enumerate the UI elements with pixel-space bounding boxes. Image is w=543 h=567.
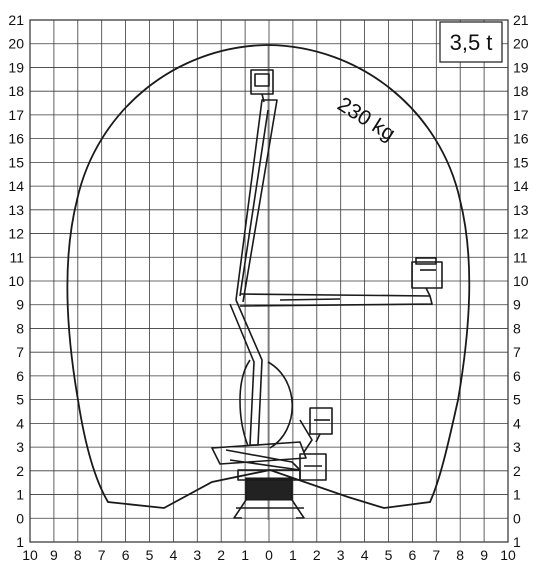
y-tick-label-left: 7 [16,344,24,360]
y-tick-label-left: 15 [8,154,24,170]
x-tick-label: 8 [456,547,464,563]
lower-boom [225,449,301,471]
y-tick-label-right: 1 [513,534,521,550]
y-tick-label-right: 7 [513,344,521,360]
x-tick-label: 3 [193,547,201,563]
load-capacity-label: 230 kg [333,93,399,146]
y-tick-label-right: 9 [513,297,521,313]
y-tick-label-left: 16 [8,131,24,147]
x-tick-label: 6 [409,547,417,563]
weight-box [439,21,503,63]
y-tick-label-left: 18 [8,83,24,99]
y-tick-label-right: 3 [513,439,521,455]
x-tick-label: 7 [98,547,106,563]
grid [29,19,509,543]
weight-label: 3,5 t [450,30,493,55]
y-tick-label-right: 15 [513,154,529,170]
x-tick-label: 5 [146,547,154,563]
y-tick-label-left: 6 [16,368,24,384]
x-tick-label: 7 [432,547,440,563]
y-tick-label-left: 21 [8,12,24,28]
y-tick-label-left: 1 [16,487,24,503]
y-tick-label-right: 18 [513,83,529,99]
y-tick-label-left: 8 [16,320,24,336]
outrigger-icon [291,499,305,519]
y-tick-label-right: 4 [513,415,521,431]
y-tick-label-left: 1 [16,534,24,550]
x-tick-label: 3 [337,547,345,563]
basket-icon [411,257,443,297]
x-tick-label: 10 [500,547,516,563]
x-tick-label: 9 [50,547,58,563]
chassis-frame [211,441,307,465]
y-tick-label-right: 5 [513,392,521,408]
y-tick-label-right: 19 [513,59,529,75]
y-tick-label-left: 11 [9,249,24,265]
y-tick-label-right: 20 [513,36,529,52]
x-tick-label: 4 [361,547,369,563]
x-tick-label: 0 [265,547,273,563]
y-tick-label-left: 13 [8,202,24,218]
y-tick-label-right: 11 [513,249,528,265]
y-tick-label-left: 3 [16,439,24,455]
y-tick-label-left: 4 [16,415,24,431]
basket-icon [299,453,327,481]
y-tick-label-right: 14 [513,178,529,194]
x-tick-label: 8 [74,547,82,563]
y-tick-label-right: 0 [513,510,521,526]
y-tick-label-left: 17 [8,107,24,123]
y-tick-label-right: 2 [513,463,521,479]
x-tick-label: 4 [170,547,178,563]
y-tick-label-right: 13 [513,202,529,218]
telescopic-boom-up [235,99,278,303]
outrigger-icon [233,499,247,519]
y-tick-label-right: 12 [513,226,529,242]
y-tick-label-left: 5 [16,392,24,408]
telescopic-boom-horizontal [239,293,433,307]
basket-icon [250,69,274,103]
y-tick-label-left: 0 [16,510,24,526]
x-tick-label: 10 [22,547,38,563]
y-tick-label-left: 10 [8,273,24,289]
x-tick-label: 1 [289,547,297,563]
y-tick-label-right: 10 [513,273,529,289]
y-tick-label-right: 21 [513,12,529,28]
y-tick-label-right: 8 [513,320,521,336]
y-tick-label-right: 16 [513,131,529,147]
y-tick-label-left: 19 [8,59,24,75]
x-tick-label: 9 [480,547,488,563]
y-tick-label-left: 14 [8,178,24,194]
slew-arc [267,361,294,449]
y-tick-label-left: 20 [8,36,24,52]
aerial-work-platform-icon [211,99,433,519]
x-tick-label: 5 [385,547,393,563]
y-tick-label-right: 17 [513,107,529,123]
y-tick-label-left: 12 [8,226,24,242]
y-tick-label-left: 2 [16,463,24,479]
x-tick-label: 2 [217,547,225,563]
y-tick-label-right: 1 [513,487,521,503]
x-tick-label: 6 [122,547,130,563]
vehicle-body [245,477,293,501]
basket-icon [309,407,333,443]
x-tick-label: 2 [313,547,321,563]
x-tick-label: 1 [241,547,249,563]
y-tick-label-left: 9 [16,297,24,313]
y-tick-label-right: 6 [513,368,521,384]
